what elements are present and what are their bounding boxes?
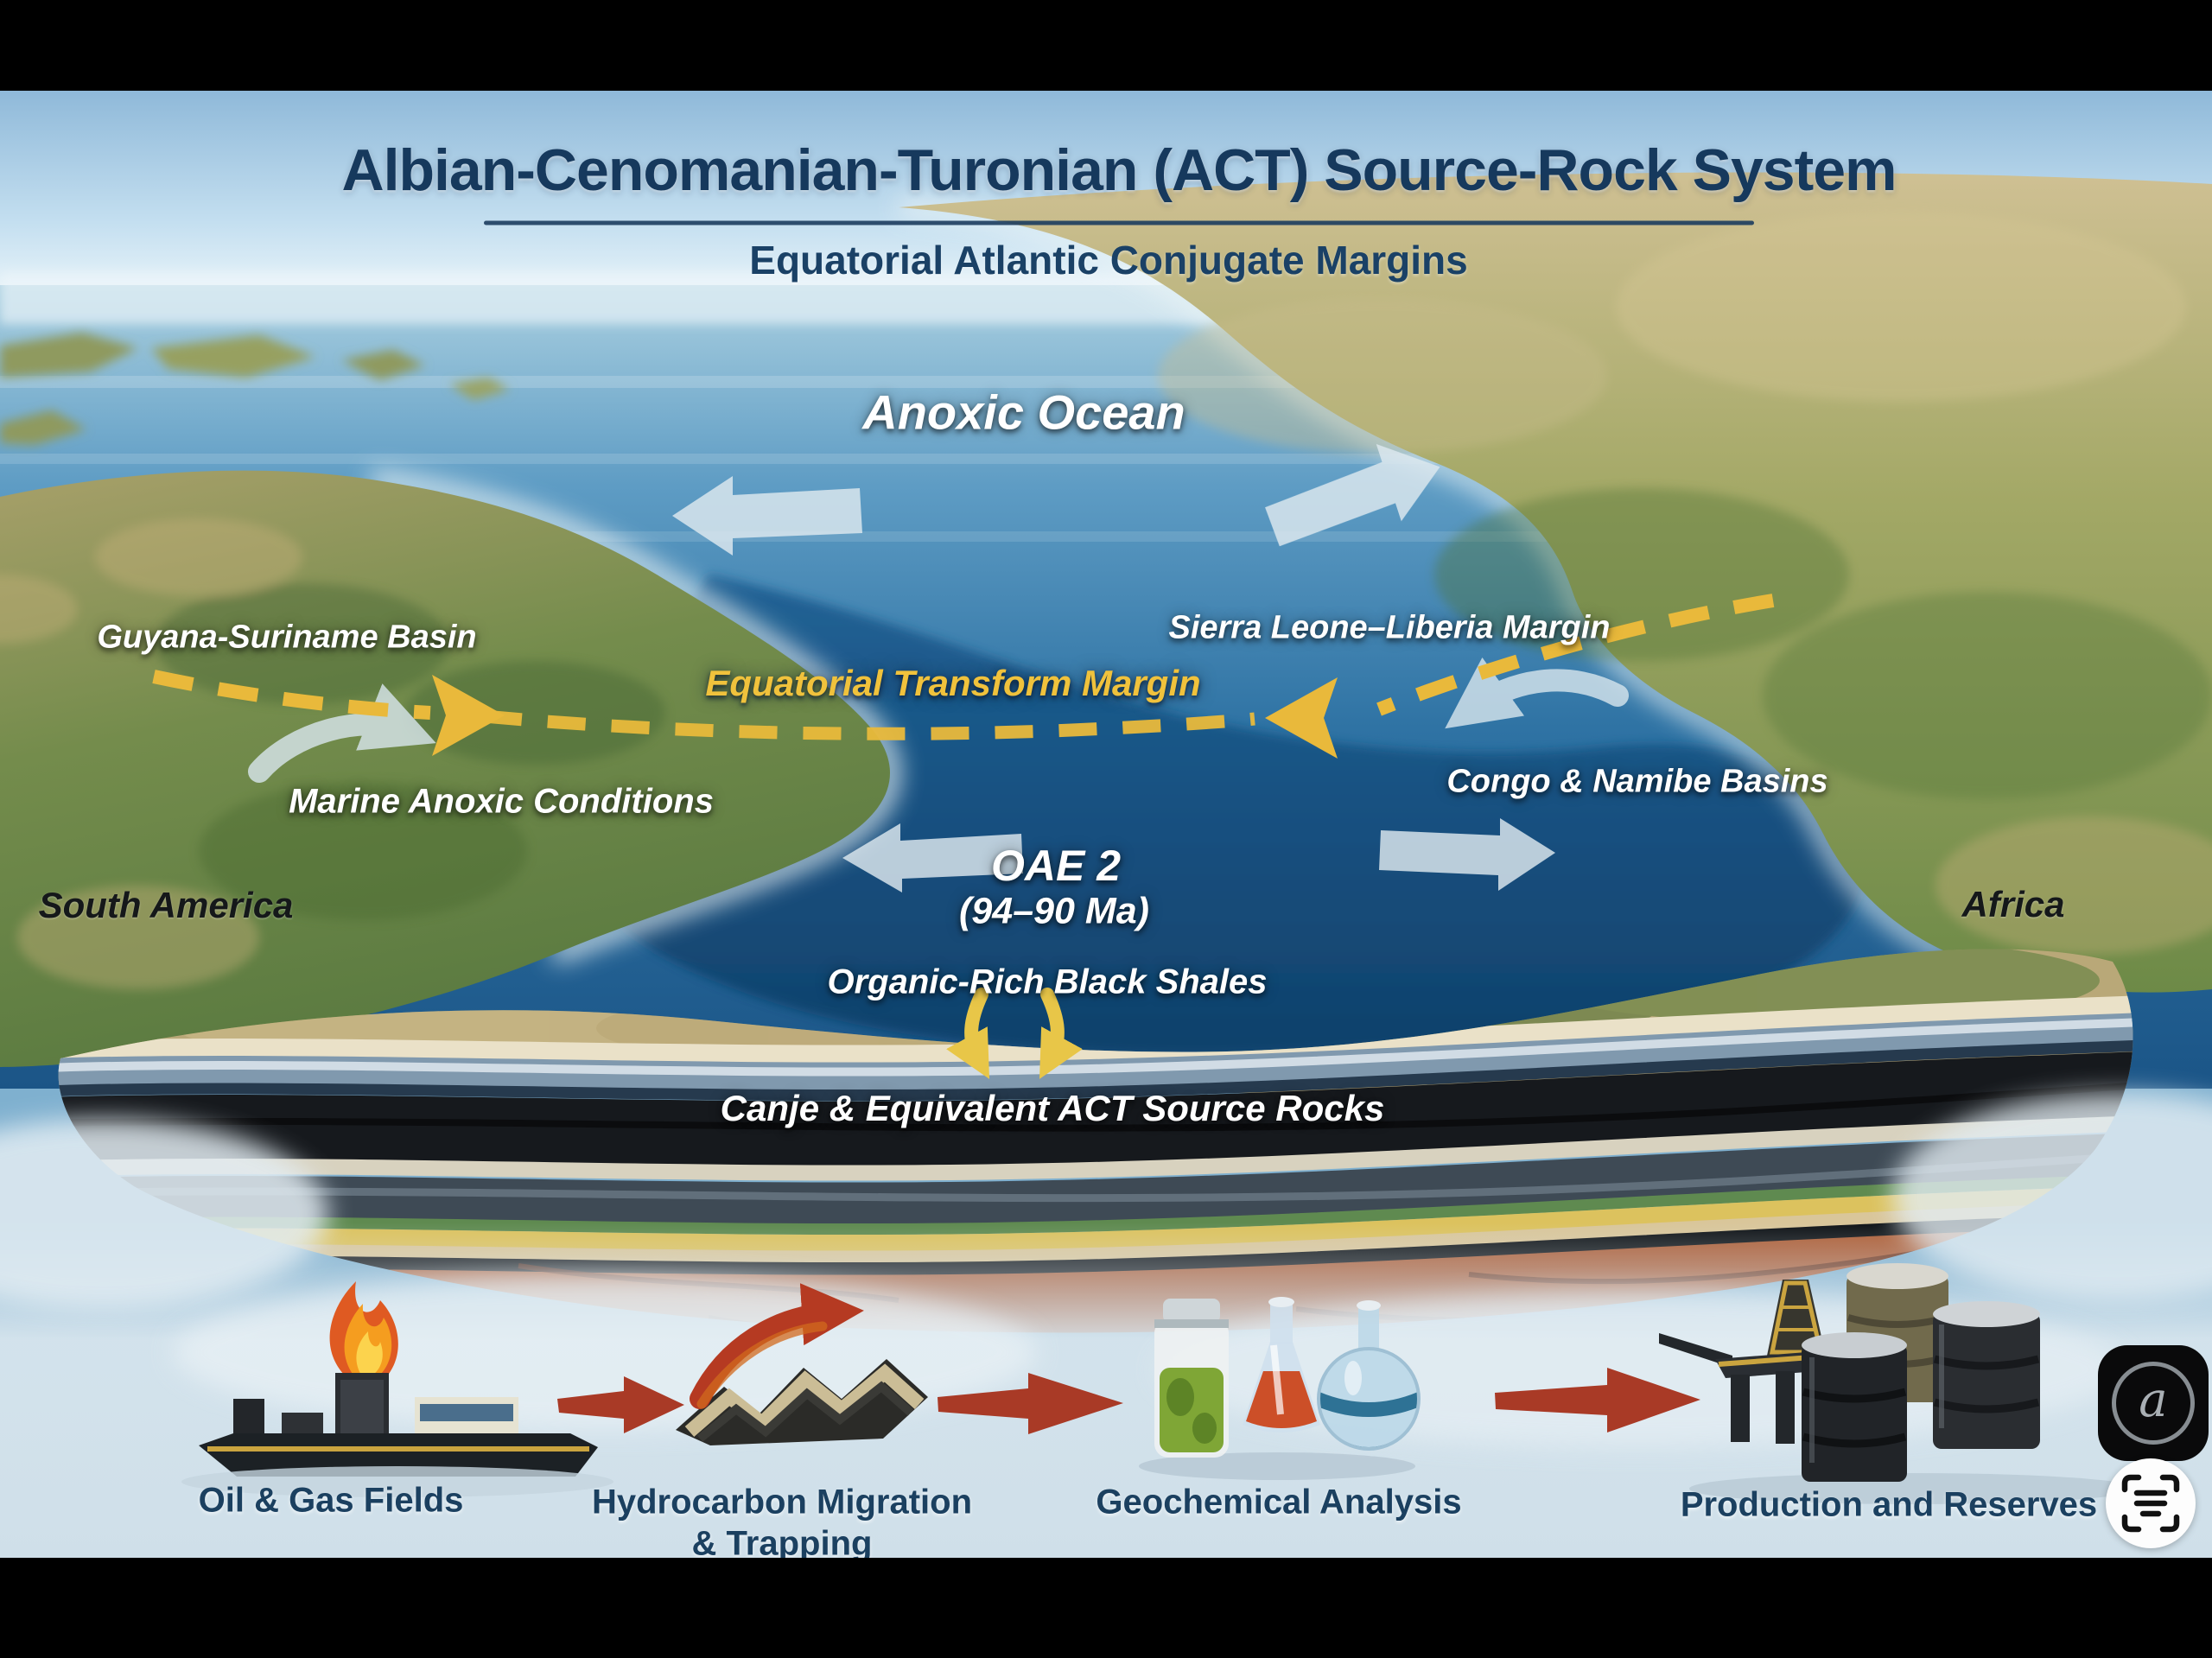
label-hydrocarbon-migration: Hydrocarbon Migration	[591, 1483, 973, 1521]
label-africa: Africa	[1961, 884, 2065, 924]
label-oil-gas-fields: Oil & Gas Fields	[198, 1481, 464, 1520]
round-flask-icon	[1317, 1300, 1421, 1451]
label-oae2-age: (94–90 Ma)	[959, 890, 1149, 932]
anoxic-right-arrow	[1265, 443, 1440, 547]
gas-flare-icon	[329, 1281, 398, 1380]
label-geochemical-analysis: Geochemical Analysis	[1096, 1483, 1462, 1521]
oae2-left-arrow	[842, 823, 1023, 893]
lab-flasks-icon	[1139, 1297, 1421, 1480]
erlenmeyer-flask-icon	[1243, 1297, 1320, 1432]
shale-deposit-arrows	[946, 988, 1083, 1079]
live-text-button[interactable]	[2106, 1458, 2196, 1548]
sample-jar-icon	[1154, 1299, 1229, 1458]
circled-a-icon: a	[2112, 1362, 2195, 1445]
title-underline	[484, 220, 1754, 226]
congo-current-swoosh	[1445, 657, 1629, 729]
transform-arrowhead-west	[1265, 677, 1338, 759]
label-canje-source-rocks: Canje & Equivalent ACT Source Rocks	[720, 1088, 1385, 1128]
flow-arrow-3	[1495, 1368, 1700, 1432]
oil-gas-fields-icon	[181, 1281, 613, 1497]
oil-barrels-icon	[1802, 1263, 2040, 1482]
label-oae2: OAE 2	[990, 842, 1122, 890]
flow-arrow-2	[938, 1373, 1123, 1434]
south-america-landmass	[0, 470, 899, 1067]
equatorial-transform-line	[152, 594, 1775, 759]
act-source-rock-scene	[0, 172, 2212, 1558]
label-anoxic-ocean: Anoxic Ocean	[862, 384, 1185, 440]
hydrocarbon-trap-icon	[676, 1283, 928, 1445]
marine-current-swoosh	[248, 683, 436, 783]
translate-lookup-button[interactable]: a	[2098, 1345, 2209, 1461]
islands	[0, 333, 510, 445]
label-organic-rich-black-shales: Organic-Rich Black Shales	[827, 962, 1268, 1001]
production-reserves-icon	[1659, 1263, 2139, 1504]
illustration-canvas: Albian-Cenomanian-Turonian (ACT) Source-…	[0, 91, 2212, 1558]
page-subtitle: Equatorial Atlantic Conjugate Margins	[749, 238, 1468, 283]
flow-arrow-1	[557, 1376, 684, 1433]
label-production-reserves: Production and Reserves	[1680, 1485, 2098, 1524]
page-title: Albian-Cenomanian-Turonian (ACT) Source-…	[341, 137, 1897, 203]
live-text-scan-icon	[2121, 1474, 2180, 1533]
label-guyana-suriname-basin: Guyana-Suriname Basin	[97, 619, 477, 656]
label-trapping: & Trapping	[691, 1524, 873, 1559]
ocean-current-arrows	[672, 443, 1555, 893]
label-marine-anoxic-conditions: Marine Anoxic Conditions	[289, 782, 714, 821]
oae2-right-arrow	[1379, 818, 1555, 891]
label-sierra-leone-liberia-margin: Sierra Leone–Liberia Margin	[1168, 609, 1611, 646]
label-south-america: South America	[38, 885, 294, 925]
label-equatorial-transform-margin: Equatorial Transform Margin	[705, 663, 1201, 703]
africa-landmass	[898, 172, 2212, 993]
label-congo-namibe-basins: Congo & Namibe Basins	[1446, 763, 1828, 800]
transform-arrowhead-east	[432, 675, 505, 756]
anoxic-left-arrow	[672, 476, 862, 556]
